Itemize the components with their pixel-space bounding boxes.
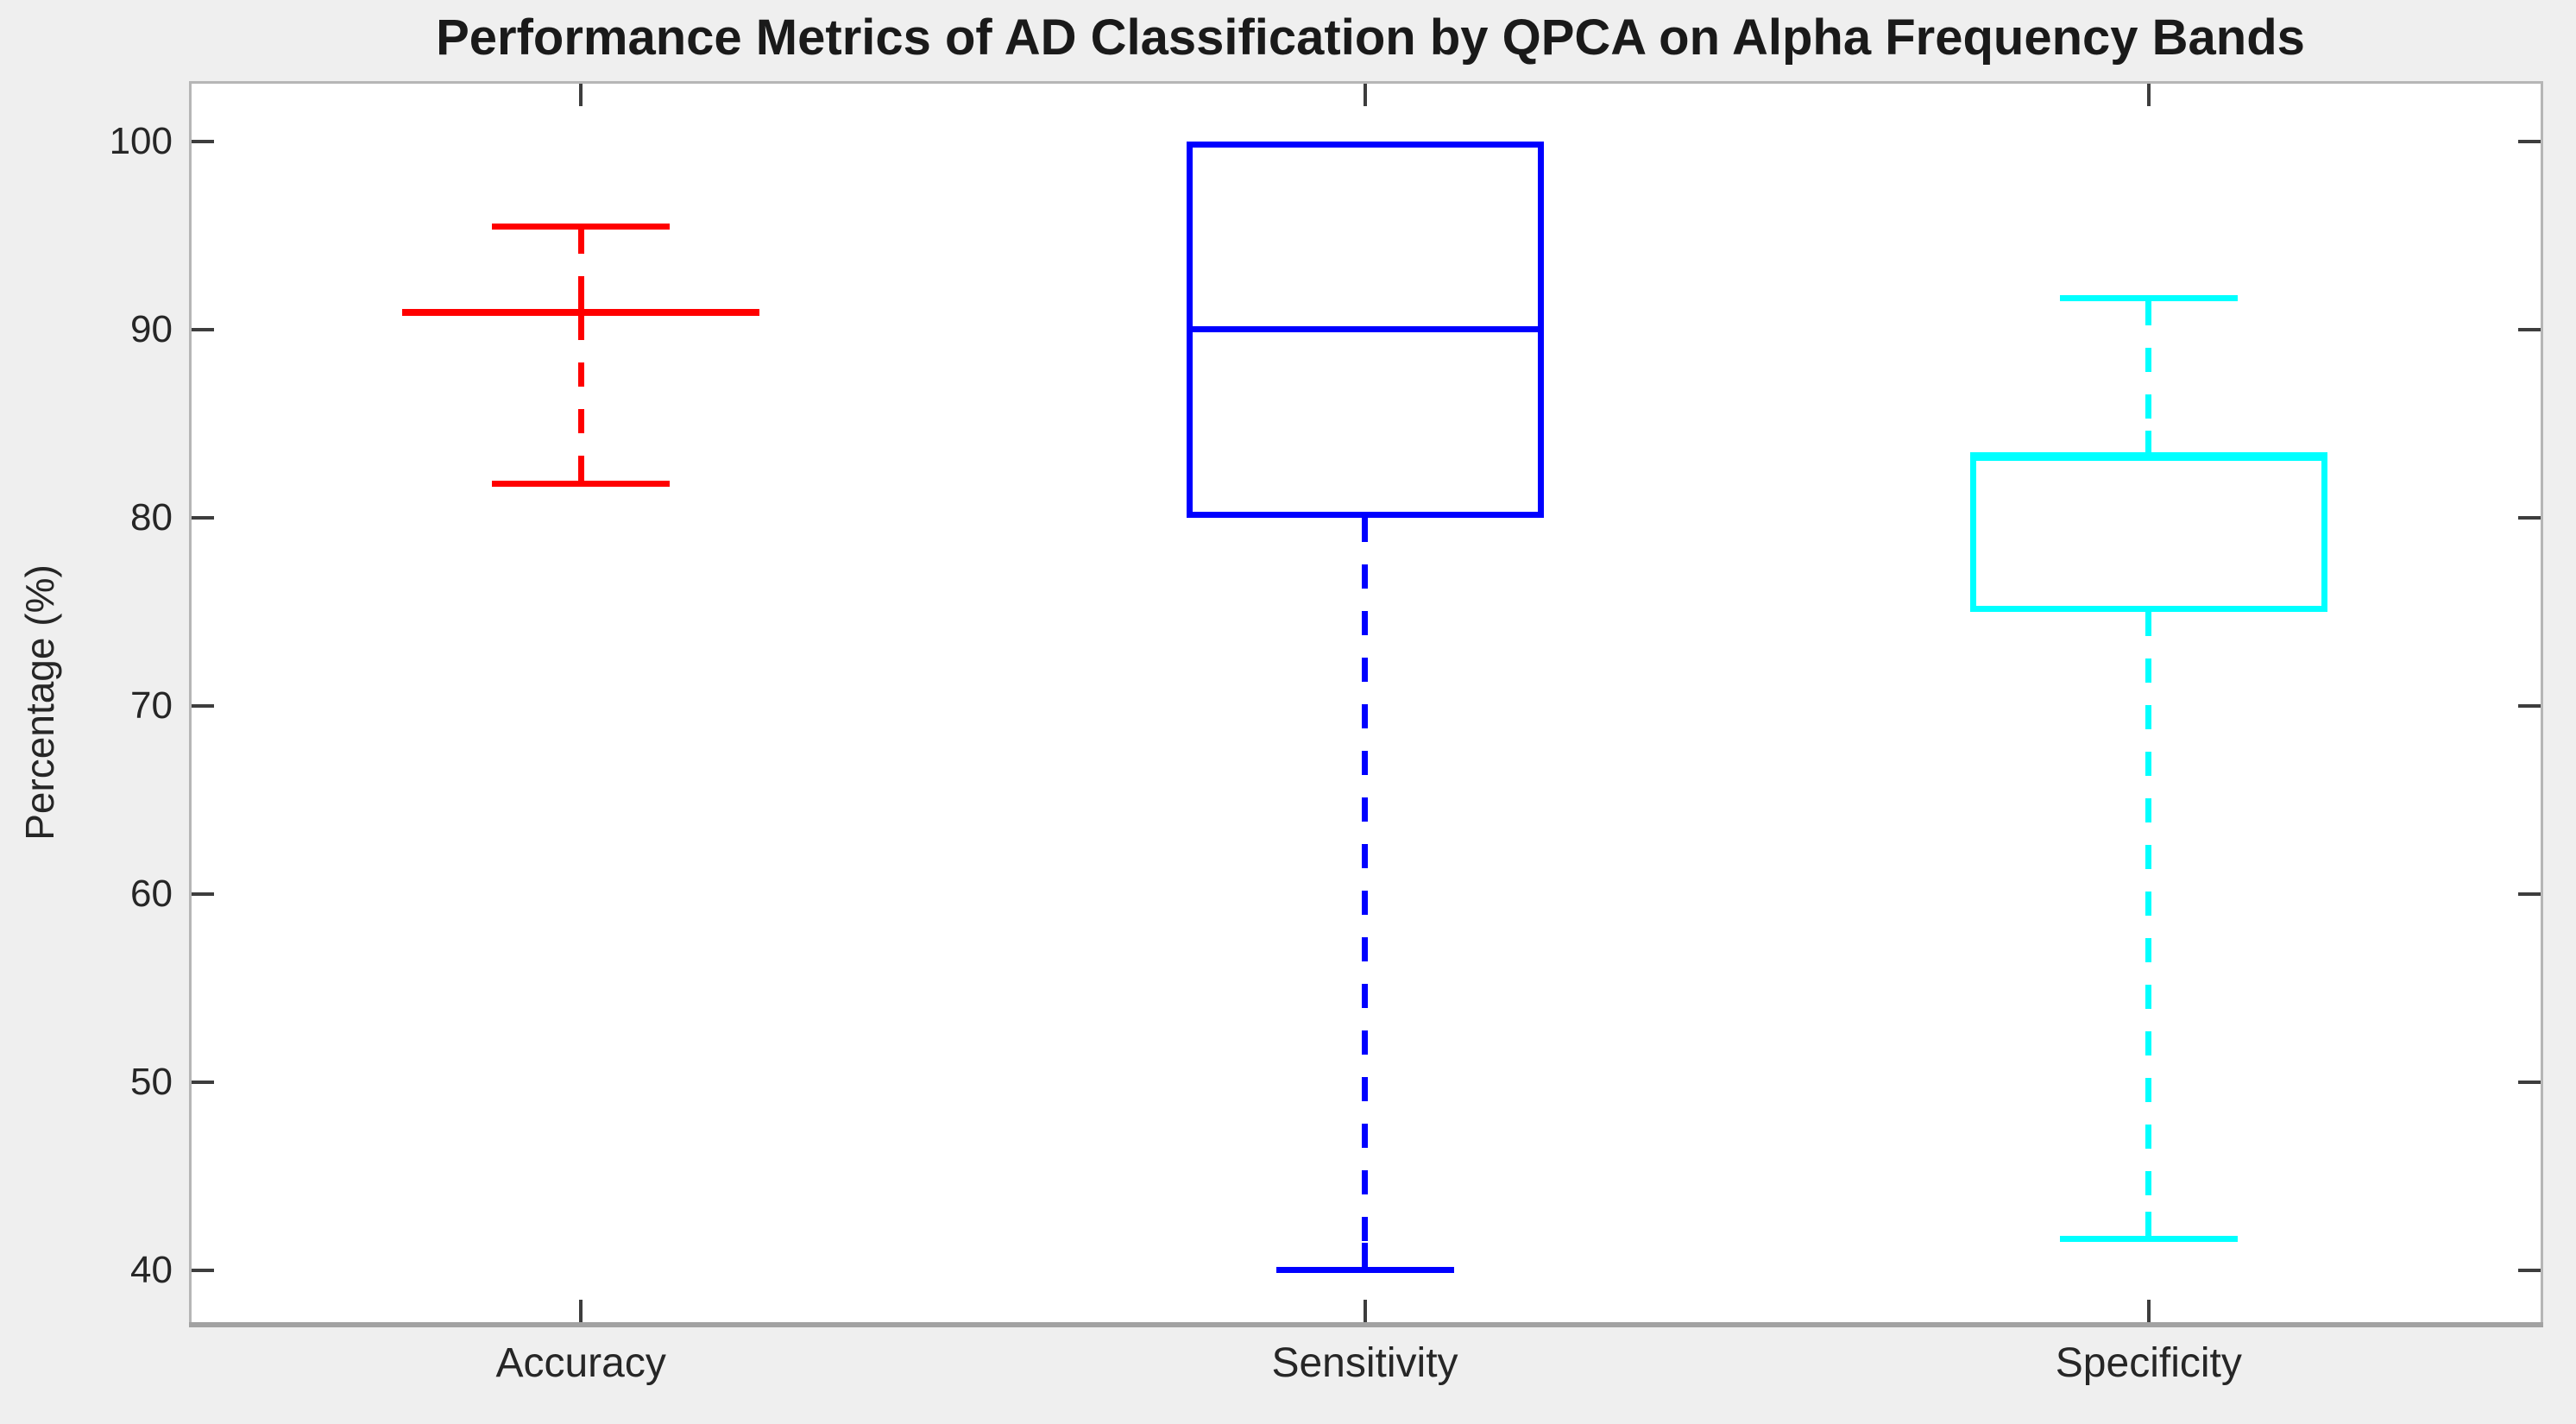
x-tick-bottom [579, 1300, 583, 1322]
x-tick-top [1363, 84, 1367, 106]
y-tick [192, 1080, 214, 1084]
sensitivity-lower-whisker-stub [1362, 1243, 1368, 1268]
specificity-lower-cap [2059, 1235, 2238, 1242]
specificity-upper-cap [2059, 294, 2238, 301]
y-tick-label: 50 [130, 1060, 173, 1103]
sensitivity-lower-cap [1275, 1267, 1454, 1274]
x-tick-top [579, 84, 583, 106]
sensitivity-median-line [1186, 326, 1544, 333]
y-tick-right [2518, 1268, 2541, 1272]
y-tick [192, 515, 214, 520]
accuracy-upper-cap [492, 224, 671, 230]
y-tick-right [2518, 515, 2541, 520]
axis-border-bottom [189, 1322, 2543, 1327]
axis-border-left [189, 81, 192, 1325]
specificity-box [1969, 455, 2327, 612]
x-tick-top [2146, 84, 2151, 106]
y-tick-right [2518, 139, 2541, 143]
x-tick-bottom [1363, 1300, 1367, 1322]
specificity-lower-whisker [2145, 611, 2152, 1236]
accuracy-center-tick [577, 289, 584, 335]
x-tick-bottom [2146, 1300, 2151, 1322]
y-tick-label: 80 [130, 495, 173, 539]
x-category-label-sensitivity: Sensitivity [1271, 1340, 1458, 1386]
y-tick-label: 100 [109, 119, 173, 162]
y-tick [192, 1268, 214, 1272]
chart-title: Performance Metrics of AD Classification… [436, 9, 2305, 66]
specificity-upper-whisker [2145, 300, 2152, 456]
axis-border-right [2541, 81, 2543, 1325]
specificity-median-line [1969, 451, 2327, 458]
y-tick-label: 90 [130, 307, 173, 350]
x-category-label-specificity: Specificity [2055, 1340, 2242, 1386]
accuracy-lower-whisker-stub [577, 456, 584, 481]
specificity-upper-whisker-stub [2145, 431, 2152, 456]
y-tick-label: 40 [130, 1248, 173, 1291]
accuracy-lower-whisker [577, 315, 584, 481]
specificity-lower-whisker-stub [2145, 1211, 2152, 1236]
x-category-label-accuracy: Accuracy [495, 1340, 666, 1386]
y-tick-right [2518, 1080, 2541, 1084]
y-tick-label: 60 [130, 872, 173, 915]
y-tick-right [2518, 892, 2541, 896]
y-tick [192, 139, 214, 143]
y-tick-label: 70 [130, 684, 173, 727]
y-tick [192, 892, 214, 896]
sensitivity-lower-whisker [1362, 517, 1368, 1268]
axis-border-top [189, 81, 2543, 84]
accuracy-lower-cap [492, 480, 671, 487]
y-tick [192, 703, 214, 708]
y-tick-right [2518, 703, 2541, 708]
y-tick-right [2518, 327, 2541, 331]
y-tick [192, 327, 214, 331]
